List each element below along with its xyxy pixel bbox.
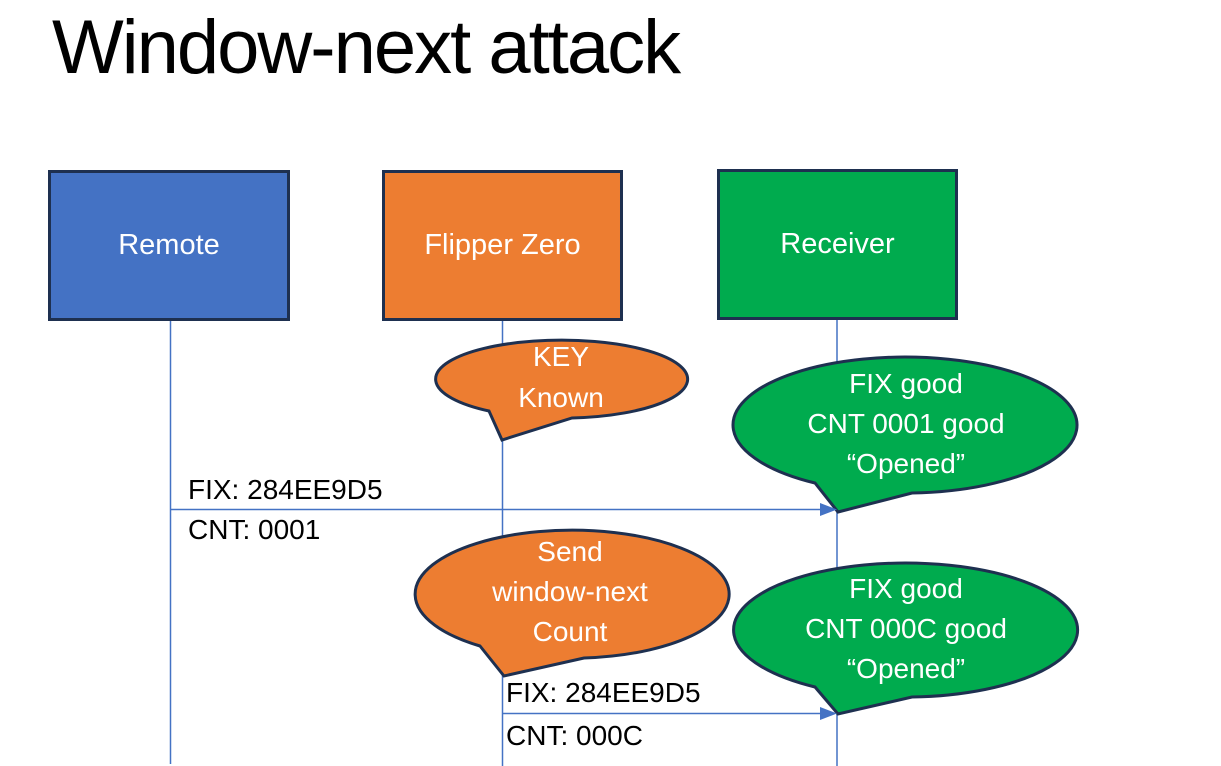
message-arrow-2 [502,707,837,720]
callout-shape-opened-second [732,561,1080,716]
message-2-fix-label: FIX: 284EE9D5 [506,677,701,708]
callout-text-send-window-next: Send window-next Count [413,532,727,652]
callout-line: Count [532,616,608,647]
actor-label-receiver: Receiver [780,228,895,260]
message-arrow-1 [170,503,837,516]
message-arrow-1-head [820,503,837,516]
message-2-cnt-label: CNT: 000C [506,720,643,751]
message-1-fix-label: FIX: 284EE9D5 [188,474,383,505]
actor-label-flipper-zero: Flipper Zero [424,229,581,261]
callout-text-key-known: KEY Known [431,336,691,418]
message-arrow-2-head [820,707,837,720]
actor-box-remote [48,170,290,321]
callout-shape-opened-first [731,355,1079,514]
callout-text-opened-second: FIX good CNT 000C good “Opened” [734,569,1078,689]
slide-title: Window-next attack [52,5,681,90]
callout-line: FIX good [849,368,963,399]
callout-line: Send [537,536,603,567]
callout-line: CNT 000C good [805,613,1007,644]
callout-line: CNT 0001 good [807,408,1005,439]
callout-text-opened-first: FIX good CNT 0001 good “Opened” [734,364,1078,484]
callout-line: KEY [532,341,590,372]
callout-line: “Opened” [846,448,966,479]
callout-shape-key-known [434,338,690,442]
actor-box-receiver [717,169,958,320]
callout-shape-send-window-next [413,528,731,678]
actor-box-flipper-zero [382,170,623,321]
message-1-cnt-label: CNT: 0001 [188,514,321,545]
callout-line: FIX good [849,573,963,604]
callout-line: Known [518,382,604,413]
callout-line: window-next [492,576,648,607]
actor-label-remote: Remote [118,229,220,261]
callout-line: “Opened” [846,653,966,684]
